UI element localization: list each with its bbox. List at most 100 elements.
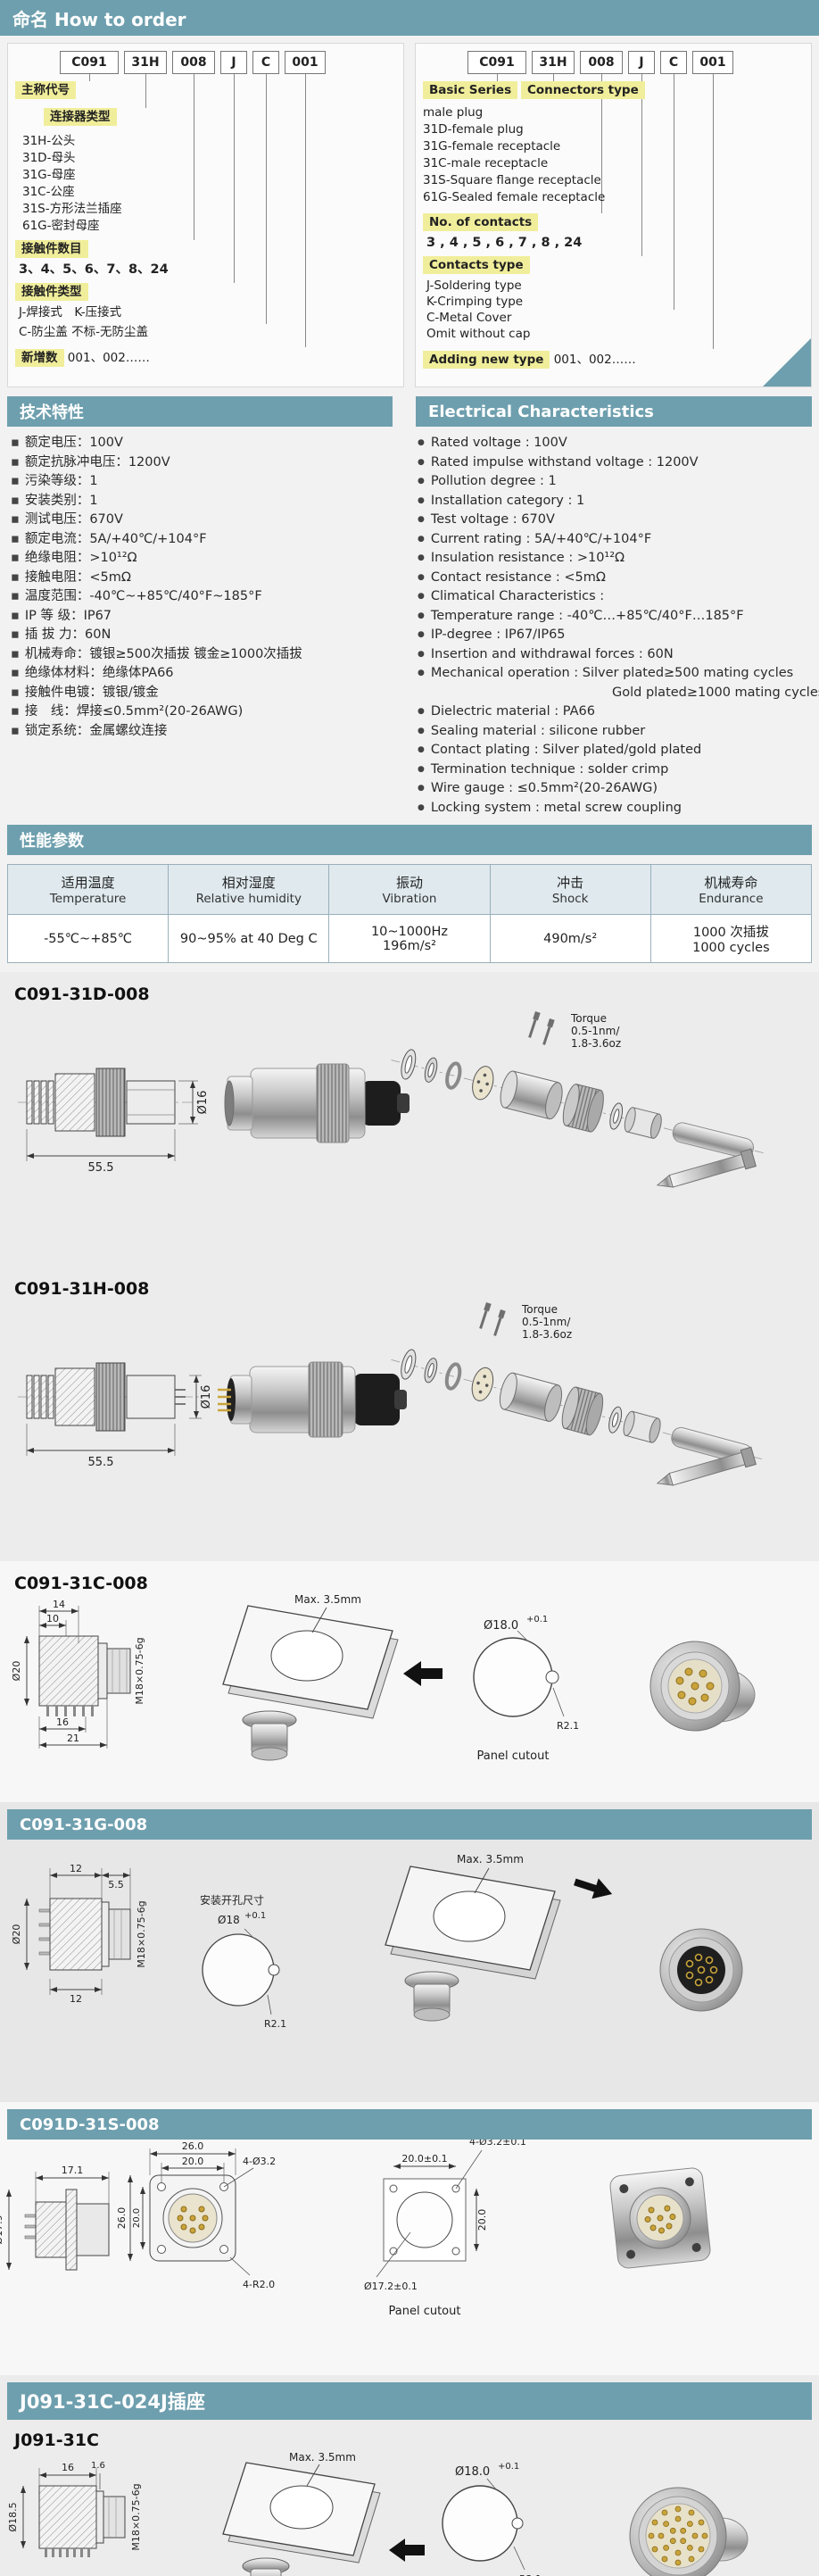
- type-item: 31S-方形法兰插座: [22, 202, 122, 216]
- panel-cutout-figure: 20.0±0.1 20.0 Ø17.2±0.1 4-Ø3.2±0.1 Panel…: [364, 2140, 526, 2318]
- product-title: C091-31C-008: [14, 1574, 148, 1593]
- dim-flange-width: 26.0: [182, 2140, 204, 2152]
- spec-line: 锁定系统：金属螺纹连接: [11, 722, 391, 742]
- direction-arrow: [574, 1878, 613, 1899]
- page-title-bar: 命名 How to order: [0, 0, 819, 36]
- exploded-view: [391, 1049, 767, 1159]
- cutout-diameter: Ø18.0: [455, 2465, 490, 2479]
- dim-bottom: 12: [70, 1993, 82, 2005]
- page-title: 命名 How to order: [12, 8, 186, 30]
- drawing-31g: 12 5.5 Ø20 M18×0.75-6g 12 安装开孔尺寸 Ø18 +0.…: [11, 1853, 743, 2030]
- cutout-hole-spacing-v: 20.0: [476, 2209, 488, 2231]
- panel-cutout-figure: Ø18.0 +0.1 R2.1: [442, 2462, 542, 2576]
- cutout-diameter: Ø18: [218, 1914, 240, 1926]
- connector-line: [266, 74, 267, 324]
- panel-cutout-caption: Panel cutout: [477, 1749, 550, 1763]
- label-basic-series: Basic Series: [423, 81, 518, 99]
- torque-note: Torque 0.5-1nm/ 1.8-3.6oz: [479, 1302, 572, 1341]
- panel-mount-illustration: Max. 3.5mm: [222, 2451, 425, 2576]
- type-item: 61G-Sealed female receptacle: [423, 190, 606, 204]
- contacts-count-value: 3、4、5、6、7、8、24: [19, 262, 169, 277]
- thread-spec: M18×0.75-6g: [136, 1900, 147, 1967]
- spec-line: Termination technique : solder crimp: [418, 760, 812, 780]
- type-item: 31C-male receptacle: [423, 156, 549, 170]
- screw-icon: [479, 1302, 492, 1329]
- panel-cutout-caption: Panel cutout: [389, 2305, 461, 2318]
- value-temperature: -55℃~+85℃: [6, 914, 170, 963]
- new-number-row: 新增数 001、002……: [15, 347, 150, 367]
- dim-top-1: 12: [70, 1863, 82, 1874]
- mount-holes-callout: 4-Ø3.2: [243, 2156, 276, 2167]
- spec-line: 额定抗脉冲电压：1200V: [11, 453, 391, 473]
- section-title-bar: J091-31C-024J插座: [7, 2382, 812, 2420]
- connector-photo: [609, 2167, 711, 2269]
- connector-line: [234, 74, 235, 283]
- spec-line: Mechanical operation : Silver plated≥500…: [418, 664, 812, 684]
- connector-photo: [224, 1063, 410, 1143]
- dim-overall-length: 55.5: [88, 1456, 114, 1469]
- drawing-j091: 16 1.6 Ø18.5 M18×0.75-6g Max. 3.5mm: [7, 2451, 749, 2576]
- cover-value: C-防尘盖 不标-无防尘盖: [19, 325, 148, 339]
- cutout-diameter: Ø18.0: [484, 1619, 518, 1633]
- corner-decoration: [763, 338, 811, 386]
- dim-bottom-2: 21: [67, 1733, 79, 1744]
- section-j091-31c-024j: J091-31C-024J插座 J091-31C 16 1.6 Ø1: [0, 2375, 819, 2576]
- tech-title-en: Electrical Characteristics: [416, 396, 812, 427]
- spec-line: Contact resistance : <5mΩ: [418, 569, 812, 588]
- mounting-hole-figure: 安装开孔尺寸 Ø18 +0.1 R2.1: [200, 1893, 286, 2030]
- label-connector-type: 连接器类型: [44, 108, 117, 126]
- spec-line: IP-degree : IP67/IP65: [418, 626, 812, 645]
- spec-line: Pollution degree : 1: [418, 472, 812, 492]
- order-code-cover: C: [252, 51, 279, 74]
- section-c091-31h-008: C091-31H-008 55.5 Ø: [0, 1267, 819, 1561]
- spec-line: 接 线：焊接≤0.5mm²(20-26AWG): [11, 702, 391, 722]
- direction-arrow: [389, 2539, 425, 2562]
- type-item: 31C-公座: [22, 185, 75, 199]
- spec-line: Rated voltage : 100V: [418, 434, 812, 453]
- torque-label: Torque: [521, 1303, 558, 1316]
- dim-top-1: 10: [46, 1613, 59, 1625]
- type-item: 31G-母座: [22, 168, 76, 182]
- spec-line: Insulation resistance : >10¹²Ω: [418, 549, 812, 569]
- corner-radius-callout: 4-R2.0: [243, 2279, 275, 2290]
- spec-line: Dielectric material : PA66: [418, 702, 812, 722]
- cutout-hole-spacing: 20.0±0.1: [401, 2153, 447, 2165]
- side-view-drawing: 55.5 Ø16: [18, 1362, 213, 1469]
- type-item: 31D-female plug: [423, 122, 524, 137]
- spec-line: Insertion and withdrawal forces : 60N: [418, 645, 812, 665]
- spec-line: 额定电压：100V: [11, 434, 391, 453]
- torque-value-nm: 0.5-1nm/: [522, 1316, 571, 1328]
- label-no-of-contacts: No. of contacts: [423, 213, 539, 231]
- spec-line: 插 拔 力：60N: [11, 626, 391, 645]
- spec-line: Wire gauge : ≤0.5mm²(20-26AWG): [418, 779, 812, 799]
- thread-spec: M18×0.75-6g: [130, 2483, 142, 2550]
- section-c091-31g-008: C091-31G-008 12 5.5 Ø20: [0, 1802, 819, 2102]
- label-connectors-type: Connectors type: [521, 81, 645, 99]
- order-code-cover: C: [660, 51, 687, 74]
- connector-below-panel: [242, 1710, 297, 1761]
- performance-title-bar: 性能参数: [7, 825, 812, 855]
- dim-body-diameter: Ø20: [11, 1924, 22, 1945]
- dim-diameter: Ø16: [200, 1385, 213, 1409]
- torque-value-oz: 1.8-3.6oz: [571, 1037, 621, 1050]
- tech-title-cn: 技术特性: [7, 396, 393, 427]
- tech-spec-columns: 额定电压：100V 额定抗脉冲电压：1200V 污染等级：1 安装类别：1 测试…: [0, 427, 819, 818]
- spec-line: 接触件电镀：镀银/镀金: [11, 684, 391, 703]
- spec-line: Test voltage : 670V: [418, 511, 812, 530]
- drawing-31s: 17.1 Ø17.9: [0, 2140, 711, 2318]
- label-adding-new-type: Adding new type: [423, 351, 550, 369]
- new-number-value: 001、002……: [67, 351, 150, 365]
- assembly-tool: [656, 1148, 757, 1188]
- drawing-31d: 55.5 Ø16: [18, 1011, 767, 1188]
- section-c091d-31s-008: C091D-31S-008 17.1 Ø17.9: [0, 2102, 819, 2375]
- mounting-hole-label: 安装开孔尺寸: [200, 1893, 264, 1907]
- torque-value-oz: 1.8-3.6oz: [522, 1328, 572, 1341]
- dim-hole-spacing: 20.0: [182, 2156, 204, 2167]
- exploded-view: [391, 1349, 765, 1465]
- section-title-bar: C091D-31S-008: [7, 2109, 812, 2140]
- dim-length: 17.1: [62, 2165, 84, 2176]
